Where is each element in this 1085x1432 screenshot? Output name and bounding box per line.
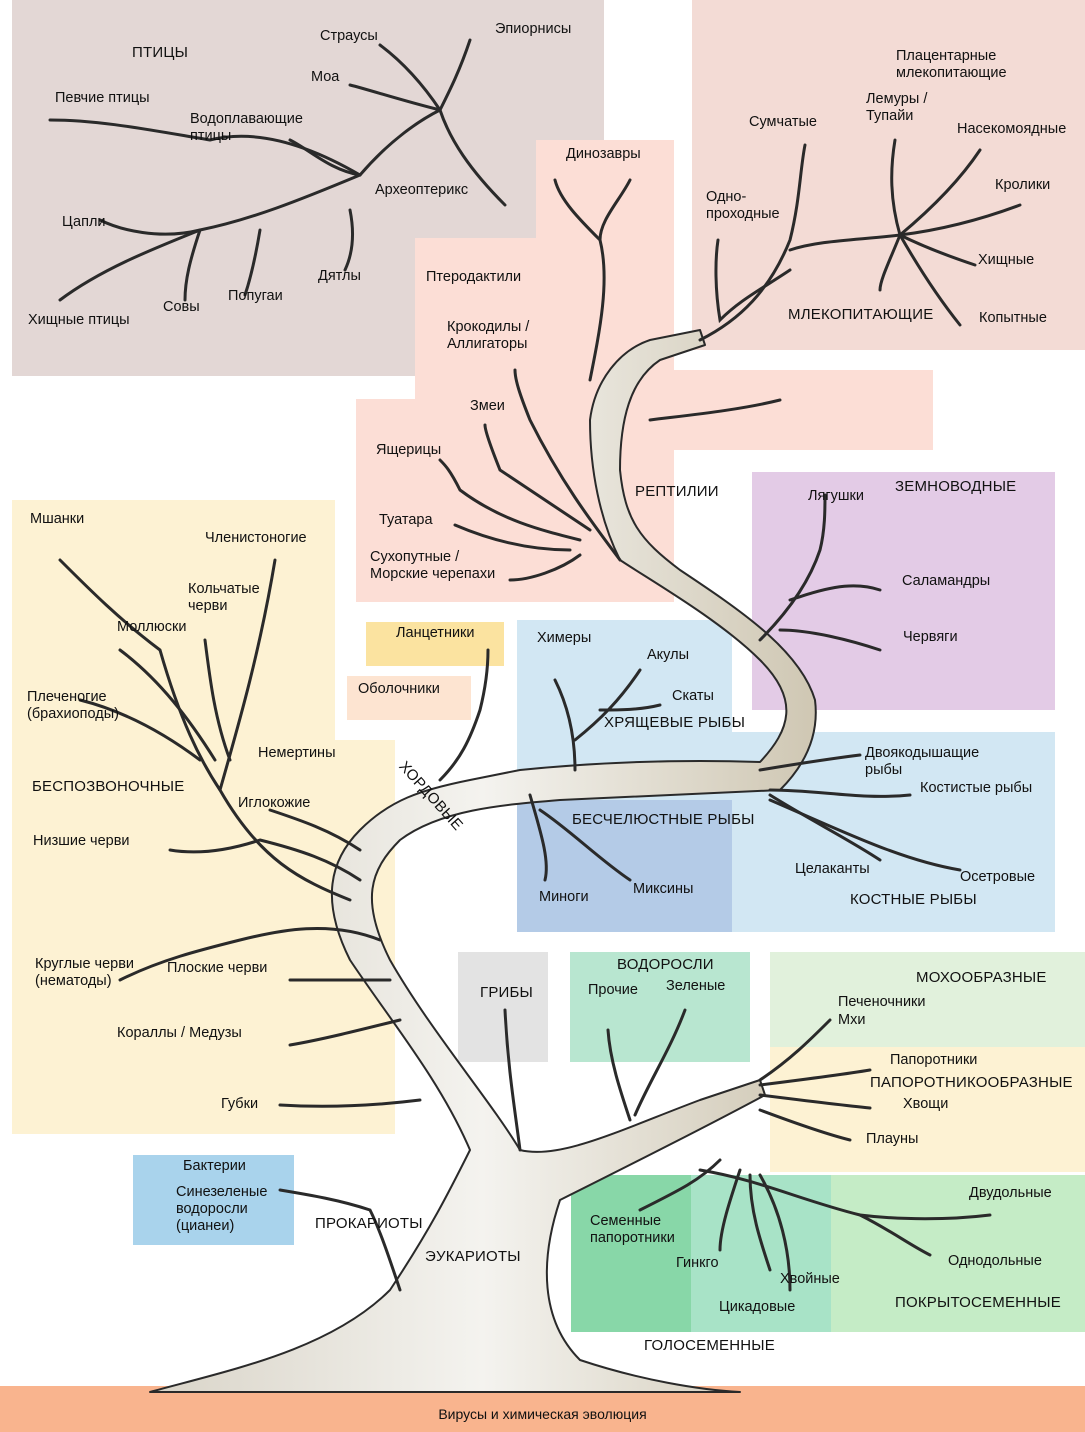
- label-carnivores: Хищные: [978, 252, 1034, 269]
- group-reptiles: РЕПТИЛИИ: [635, 483, 719, 501]
- label-seed-ferns: Семенные папоротники: [590, 1213, 690, 1247]
- group-ferns: ПАПОРОТНИКООБРАЗНЫЕ: [870, 1074, 1073, 1092]
- group-fungi: ГРИБЫ: [480, 984, 533, 1002]
- label-insectivores: Насекомоядные: [957, 121, 1066, 138]
- label-corals: Кораллы / Медузы: [117, 1025, 242, 1042]
- label-pterodactyls: Птеродактили: [426, 269, 521, 286]
- group-mosses: МОХООБРАЗНЫЕ: [916, 969, 1047, 987]
- label-mosses: Мхи: [838, 1012, 865, 1029]
- label-aepyornis: Эпиорнисы: [495, 21, 571, 38]
- label-lancelets: Ланцетники: [396, 625, 475, 642]
- label-sturgeons: Осетровые: [960, 869, 1035, 886]
- label-bacteria: Бактерии: [183, 1158, 246, 1175]
- label-monocots: Однодольные: [948, 1253, 1042, 1270]
- label-dinosaurs: Динозавры: [566, 146, 641, 163]
- label-ferns: Папоротники: [890, 1052, 977, 1069]
- group-angiosperms: ПОКРЫТОСЕМЕННЫЕ: [895, 1294, 1061, 1312]
- label-caecilians: Червяги: [903, 629, 958, 646]
- ground-label: Вирусы и химическая эволюция: [0, 1406, 1085, 1422]
- label-dicots: Двудольные: [969, 1185, 1052, 1202]
- label-hagfish: Миксины: [633, 881, 693, 898]
- label-arthropods: Членистоногие: [205, 530, 307, 547]
- label-conifers: Хвойные: [780, 1271, 840, 1288]
- group-birds: ПТИЦЫ: [132, 44, 188, 62]
- label-cycads: Цикадовые: [719, 1299, 795, 1316]
- label-roundworms: Круглые черви (нематоды): [35, 956, 155, 990]
- label-turtles: Сухопутные / Морские черепахи: [370, 549, 515, 583]
- label-owls: Совы: [163, 299, 200, 316]
- label-ginkgo: Гинкго: [676, 1255, 719, 1272]
- label-frogs: Лягушки: [808, 488, 864, 505]
- label-molluscs: Моллюски: [117, 619, 186, 636]
- label-moa: Моа: [311, 69, 339, 86]
- label-green-algae: Зеленые: [666, 978, 725, 995]
- label-marsupials: Сумчатые: [749, 114, 817, 131]
- label-bryozoa: Мшанки: [30, 511, 84, 528]
- label-lungfish: Двоякодышащие рыбы: [865, 745, 1005, 779]
- label-teleosts: Костистые рыбы: [920, 780, 1032, 797]
- label-coelacanths: Целаканты: [795, 861, 870, 878]
- label-parrots: Попугаи: [228, 288, 283, 305]
- label-sharks: Акулы: [647, 647, 689, 664]
- label-annelids: Кольчатые черви: [188, 581, 278, 615]
- label-ostriches: Страусы: [320, 28, 378, 45]
- label-raptors: Хищные птицы: [28, 312, 130, 329]
- label-clubmosses: Плауны: [866, 1131, 918, 1148]
- group-amphibians: ЗЕМНОВОДНЫЕ: [895, 478, 1016, 496]
- label-monotremes: Одно- проходные: [706, 189, 790, 223]
- label-chimaeras: Химеры: [537, 630, 591, 647]
- group-bony: КОСТНЫЕ РЫБЫ: [850, 891, 977, 909]
- label-brachiopods: Плеченогие (брахиоподы): [27, 689, 167, 723]
- group-invertebrates: БЕСПОЗВОНОЧНЫЕ: [32, 778, 184, 796]
- label-snakes: Змеи: [470, 398, 505, 415]
- label-lower-worms: Низшие черви: [33, 833, 130, 850]
- group-prokaryotes: ПРОКАРИОТЫ: [315, 1215, 423, 1233]
- label-rays: Скаты: [672, 688, 714, 705]
- label-crocodiles: Крокодилы / Аллигаторы: [447, 319, 547, 353]
- label-cyanobacteria: Синезеленые водоросли (цианеи): [176, 1184, 286, 1235]
- label-songbirds: Певчие птицы: [55, 90, 150, 107]
- label-placentals: Плацентарные млекопитающие: [896, 48, 1026, 82]
- label-liverworts: Печеночники: [838, 994, 925, 1011]
- group-jawless: БЕСЧЕЛЮСТНЫЕ РЫБЫ: [572, 811, 722, 829]
- label-lampreys: Миноги: [539, 889, 589, 906]
- group-mammals: МЛЕКОПИТАЮЩИЕ: [788, 306, 933, 324]
- label-salamanders: Саламандры: [902, 573, 990, 590]
- label-flatworms: Плоские черви: [167, 960, 267, 977]
- group-gymnosperms: ГОЛОСЕМЕННЫЕ: [644, 1337, 775, 1355]
- label-tunicates: Оболочники: [358, 681, 440, 698]
- label-other-algae: Прочие: [588, 982, 638, 999]
- label-woodpeckers: Дятлы: [318, 268, 361, 285]
- label-rabbits: Кролики: [995, 177, 1050, 194]
- label-echinoderms: Иглокожие: [238, 795, 310, 812]
- label-archaeopteryx: Археоптерикс: [375, 182, 468, 199]
- label-horsetails: Хвощи: [903, 1096, 948, 1113]
- label-nemerteans: Немертины: [258, 745, 335, 762]
- label-lizards: Ящерицы: [376, 442, 441, 459]
- label-tuatara: Туатара: [379, 512, 433, 529]
- label-lemurs: Лемуры / Тупайи: [866, 91, 944, 125]
- label-herons: Цапли: [62, 214, 106, 231]
- group-algae: ВОДОРОСЛИ: [617, 956, 714, 974]
- label-ungulates: Копытные: [979, 310, 1047, 327]
- label-sponges: Губки: [221, 1096, 258, 1113]
- group-cartilaginous: ХРЯЩЕВЫЕ РЫБЫ: [604, 714, 714, 732]
- group-eukaryotes: ЭУКАРИОТЫ: [425, 1248, 521, 1266]
- label-waterfowl: Водоплавающие птицы: [190, 111, 325, 145]
